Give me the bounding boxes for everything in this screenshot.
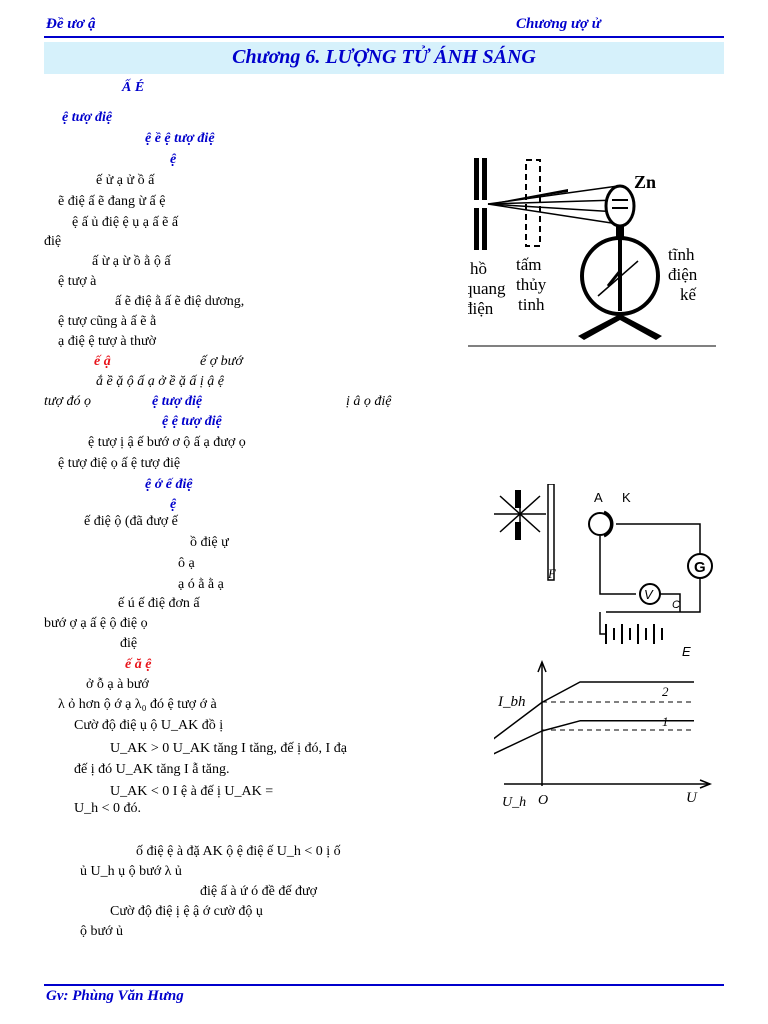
text-line: ế điệ ộ (đã đượ ế [84, 514, 178, 529]
electroscope-label-3: kế [680, 285, 697, 304]
chapter-title-bar: Chương 6. LƯỢNG TỬ ÁNH SÁNG [44, 42, 724, 74]
text-line: U_AK > 0 U_AK tăng I tăng, đế ị đó, I đạ [110, 741, 347, 756]
electroscope-label-1: tĩnh [668, 245, 695, 264]
lamp-label-2: quang [468, 279, 506, 298]
text-line: U_AK < 0 I ệ à đế ị U_AK = [110, 784, 274, 799]
text-line: ế ậ [94, 354, 111, 369]
figure-iv-characteristic: I_bh U O U_h 2 1 [494, 660, 713, 810]
zn-label: Zn [634, 172, 656, 192]
text-line: điệ [44, 234, 62, 249]
text-line: ệ tượ à [58, 274, 97, 289]
text-line: ế ú ế điệ đơn ấ [118, 596, 200, 611]
curve-label-2: 2 [662, 684, 669, 699]
filter-label: F [547, 566, 557, 581]
text-line: đế ị đó U_AK tăng I ẫ tăng. [74, 762, 230, 777]
text-line: ủ U_h ụ ộ bướ λ ủ [80, 864, 182, 879]
slider-label: C [672, 599, 680, 611]
text-line: ồ điệ ự [190, 535, 229, 550]
text-line: điệ ấ à ứ ó đề đế đượ [200, 884, 318, 899]
svg-text:I_bh U O U_h 2: I_bh U O U_h 2 1 [497, 683, 701, 810]
u-axis-label: U [686, 790, 698, 806]
text-line: ộ bướ ủ [80, 924, 123, 939]
text-line: ệ tượ điệ ọ ấ ệ tượ điệ [58, 456, 181, 471]
text-line: ế ử ạ ử ồ ấ [96, 173, 155, 188]
text-line: ệ ấ ủ điệ ệ ụ ạ ấ ẽ ấ [72, 215, 179, 230]
iv-curve-1 [494, 720, 694, 755]
lamp-label-1: hồ [470, 259, 487, 278]
figure-electroscope: Zn hồ quang điện tấm thủy tinh tĩnh điện… [468, 158, 716, 347]
text-line: ệ ề ệ tượ điệ [145, 131, 215, 146]
text-line: ấ ừ ạ ừ ồ ằ ộ ấ [92, 254, 171, 269]
footer-rule [44, 984, 724, 986]
text-line: điệ [120, 636, 138, 651]
figure-photocell-circuit: F A K G V C E [494, 484, 713, 659]
curve-label-1: 1 [662, 714, 669, 729]
galvanometer-label: G [694, 559, 706, 576]
header-left: Đề ươ ậ [46, 16, 96, 32]
cathode-label: K [622, 490, 631, 505]
text-line: ệ tượ ị ậ ế bướ ơ ộ ấ ạ đượ ọ [88, 435, 246, 450]
text-line: ệ ệ tượ điệ [162, 414, 222, 429]
glass-label-1: tấm [516, 255, 542, 274]
header-rule [44, 36, 724, 38]
text-line: ệ tượ cũng à ấ ẽ ằ [58, 314, 157, 329]
chapter-title: Chương 6. LƯỢNG TỬ ÁNH SÁNG [232, 46, 536, 68]
text-line: ệ [170, 497, 177, 512]
iv-curve-2 [494, 681, 694, 740]
text-line: ắ ề ặ ộ ấ ạ ở ề ặ ấ ị ậ ệ [96, 374, 225, 389]
text-line: ố điệ ệ à đặ AK ộ ệ điệ ế U_h < 0 ị ố [136, 844, 341, 859]
header-right: Chương ượ ử [516, 16, 601, 32]
uh-label: U_h [502, 795, 526, 810]
text-line: ạ điệ ệ tượ à thườ [58, 334, 157, 349]
text-line: ệ [170, 152, 177, 167]
author-footer: Gv: Phùng Văn Hưng [46, 988, 184, 1004]
text-line: ệ tượ điệ [62, 110, 113, 125]
text-line: Cườ độ điệ ị ệ ậ ớ cườ độ ụ [110, 904, 263, 919]
text-line: Cườ độ điệ ụ ộ U_AK đồ ị [74, 718, 224, 733]
text-line: ạ ó ằ ằ ạ [178, 577, 224, 592]
text-line: ế ợ bướ [200, 354, 243, 369]
text-line: ị â ọ điệ [346, 394, 392, 409]
glass-label-2: thủy [516, 275, 547, 294]
text-line: Ấ É [122, 80, 145, 95]
voltmeter-label: V [644, 587, 654, 602]
text-line: ệ tượ điệ [152, 394, 203, 409]
anode-label: A [594, 490, 603, 505]
text-line: ô ạ [178, 556, 195, 571]
lamp-label-3: điện [468, 299, 494, 318]
ibh-label: I_bh [497, 694, 526, 710]
text-line: ế ă ệ [125, 657, 152, 672]
origin-label: O [538, 793, 548, 808]
text-line: tượ đó ọ [44, 394, 91, 409]
text-line: ẽ điệ ấ ẽ đang ừ ấ ệ [58, 194, 166, 209]
electroscope-label-2: điện [668, 265, 698, 284]
text-line: bướ ợ ạ ấ ệ ộ điệ ọ [44, 616, 148, 631]
text-line: ấ ẽ điệ ằ ấ ẽ điệ dương, [115, 294, 245, 309]
glass-label-3: tinh [518, 295, 545, 314]
text-line: ệ ớ ế điệ [145, 477, 193, 492]
text-line: ở ỗ ạ à bướ [86, 677, 149, 692]
text-line: λ ỏ hơn ộ ớ ạ λ₀ đó ệ tượ ớ à [58, 697, 217, 712]
battery-label: E [682, 644, 691, 659]
svg-text:hồ quang điện tấm: hồ quang điện tấm thủy tinh tĩnh điện kế [468, 245, 702, 318]
text-line: U_h < 0 đó. [74, 801, 142, 816]
